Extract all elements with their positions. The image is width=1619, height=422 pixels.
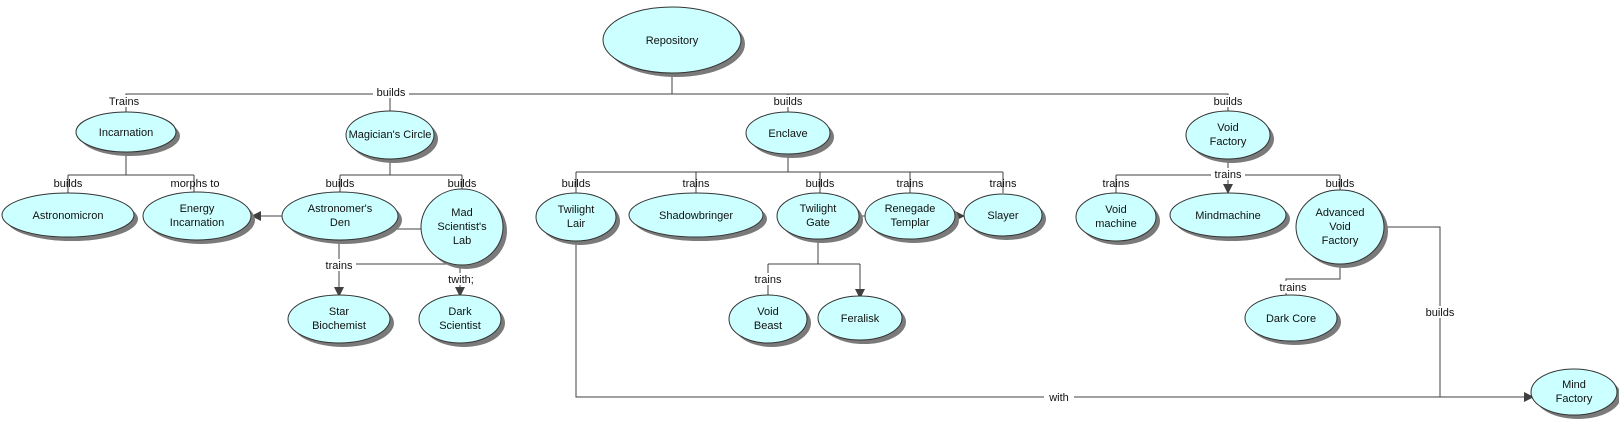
node-label: Feralisk [841, 313, 880, 325]
node-label-wrap: Magician's Circle [348, 129, 432, 141]
node-label: Void Beast [753, 306, 783, 332]
node-feralisk[interactable]: Feralisk [817, 295, 906, 344]
edge-label-trains: trains [326, 260, 353, 272]
edge-label-builds: builds [377, 87, 406, 99]
node-twilight-gate[interactable]: Twilight Gate [776, 192, 863, 243]
node-renegade-templar[interactable]: Renegade Templar [864, 192, 959, 243]
node-label: Twilight Lair [557, 204, 595, 230]
node-void-machine[interactable]: Void machine [1075, 192, 1160, 245]
node-magicians-circle[interactable]: Magician's Circle [345, 110, 438, 163]
node-label-wrap: Void machine [1095, 204, 1137, 230]
node-label: Astronomer's Den [307, 203, 373, 229]
node-advanced-void-factory[interactable]: Advanced Void Factory [1295, 189, 1388, 268]
node-label: Renegade Templar [884, 203, 936, 229]
node-label: Slayer [987, 210, 1019, 222]
node-label: Void Factory [1209, 122, 1247, 148]
node-label-wrap: Twilight Lair [557, 204, 595, 230]
node-void-beast[interactable]: Void Beast [728, 294, 811, 347]
node-label: Star Biochemist [312, 306, 366, 332]
edge-label-trains: trains [1280, 282, 1307, 294]
edge-label-builds: builds [54, 178, 83, 190]
node-label-wrap: Twilight Gate [799, 203, 837, 229]
node-slayer[interactable]: Slayer [963, 193, 1046, 240]
edge-label-builds: builds [448, 178, 477, 190]
node-shadowbringer[interactable]: Shadowbringer [628, 192, 767, 241]
edge-label-trains: trains [1215, 169, 1242, 181]
node-label-wrap: Mad Scientist's Lab [437, 207, 487, 247]
edge-label-builds: builds [806, 178, 835, 190]
node-energy-incarnation[interactable]: Energy Incarnation [142, 191, 255, 244]
node-astronomicron[interactable]: Astronomicron [1, 192, 138, 241]
edge-label-trains: trains [1103, 178, 1130, 190]
node-label: Incarnation [99, 127, 153, 139]
edge-label-trains: trains [990, 178, 1017, 190]
node-astronomers-den[interactable]: Astronomer's Den [281, 191, 402, 244]
node-label: Mind Factory [1555, 379, 1593, 405]
edge-advanced-mind-factory [1384, 226, 1441, 397]
node-label-wrap: Void Beast [753, 306, 783, 332]
node-label-wrap: Renegade Templar [884, 203, 936, 229]
node-incarnation[interactable]: Incarnation [75, 111, 180, 156]
node-label: Void machine [1095, 204, 1137, 230]
node-label-wrap: Mind Factory [1555, 379, 1593, 405]
node-dark-scientist[interactable]: Dark Scientist [418, 294, 505, 347]
node-label: Enclave [768, 128, 807, 140]
edge-enclave-children [575, 153, 1004, 193]
edge-label-trains: trains [683, 178, 710, 190]
edges [67, 77, 1534, 402]
node-label-wrap: Dark Scientist [439, 306, 481, 332]
edge-label-builds: builds [774, 96, 803, 108]
node-repository[interactable]: Repository [602, 6, 745, 77]
node-dark-core[interactable]: Dark Core [1244, 294, 1341, 345]
edge-incarnation-children [67, 153, 195, 193]
nodes: Repository Incarnation Magician's Circle… [1, 6, 1619, 419]
edge-label-builds: builds [1326, 178, 1355, 190]
edge-label-trains: trains [897, 178, 924, 190]
node-label: Repository [646, 35, 699, 47]
edge-label-builds: builds [326, 178, 355, 190]
node-label: Magician's Circle [348, 129, 432, 141]
node-mindmachine[interactable]: Mindmachine [1169, 192, 1290, 241]
node-label: Energy Incarnation [169, 203, 225, 229]
node-mind-factory[interactable]: Mind Factory [1530, 368, 1619, 419]
edge-repository-void-factory [788, 93, 1229, 115]
node-label-wrap: Star Biochemist [312, 306, 366, 332]
node-label: Shadowbringer [659, 210, 733, 222]
node-label: Dark Scientist [439, 306, 481, 332]
edge-label-builds: builds [1214, 96, 1243, 108]
edge-magicians-circle-children [339, 155, 463, 193]
node-label-wrap: Energy Incarnation [169, 203, 225, 229]
node-label-wrap: Advanced Void Factory [1315, 207, 1365, 247]
edge-label-with: with [1048, 392, 1069, 404]
node-label: Mindmachine [1195, 210, 1260, 222]
node-label-wrap: Astronomer's Den [307, 203, 373, 229]
edge-label-builds: builds [1426, 307, 1455, 319]
node-twilight-lair[interactable]: Twilight Lair [535, 192, 620, 245]
node-star-biochemist[interactable]: Star Biochemist [287, 294, 394, 347]
edge-labels: Trains builds builds builds builds morph… [54, 86, 1459, 404]
node-label: Dark Core [1266, 313, 1316, 325]
edge-gate-children [767, 240, 860, 298]
node-label: Twilight Gate [799, 203, 837, 229]
node-void-factory[interactable]: Void Factory [1185, 110, 1274, 163]
edge-label-trains: Trains [109, 96, 140, 108]
edge-lair-mind-factory [575, 240, 1534, 402]
node-mad-scientists-lab[interactable]: Mad Scientist's Lab [420, 188, 507, 269]
edge-label-builds: builds [562, 178, 591, 190]
edge-label-trains: trains [755, 274, 782, 286]
node-label: Mad Scientist's Lab [437, 207, 487, 247]
edge-label-with: twith; [448, 274, 474, 286]
node-label: Astronomicron [33, 210, 104, 222]
node-label: Advanced Void Factory [1315, 207, 1365, 247]
node-enclave[interactable]: Enclave [745, 111, 834, 158]
node-label-wrap: Void Factory [1209, 122, 1247, 148]
edge-label-morphs-to: morphs to [171, 178, 220, 190]
